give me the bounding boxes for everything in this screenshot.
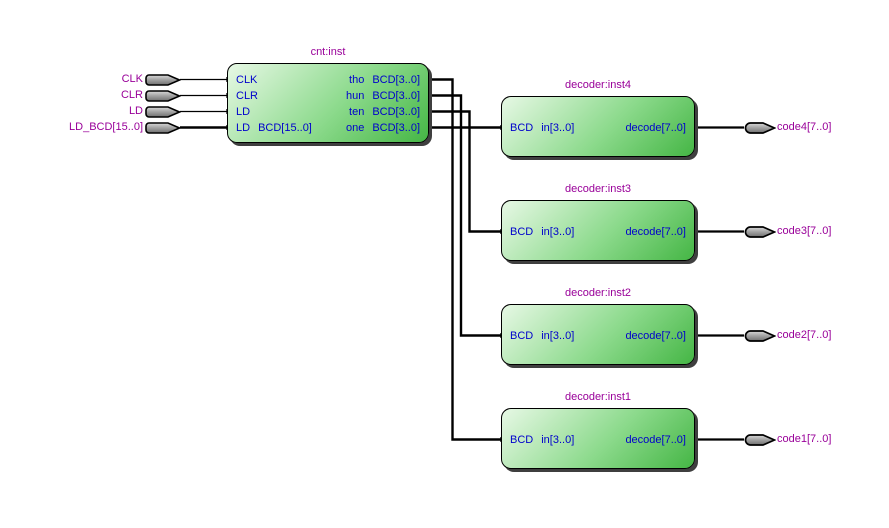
block-decoder-inst3[interactable]: BCD in[3..0] decode[7..0] [501, 200, 695, 261]
port-name: LD [236, 106, 251, 118]
port-name: CLR [236, 90, 259, 102]
block-cnt-inst[interactable]: CLK CLR LD LD BCD[15..0] tho BCD[3..0] h… [227, 63, 429, 143]
counter-port-clk: CLK [236, 74, 356, 87]
port-bus: in[3..0] [541, 226, 575, 238]
input-pin-label-ld: LD [128, 105, 143, 117]
port-name: one [345, 122, 365, 134]
decoder-inst2-port-out: decode[7..0] [625, 330, 686, 343]
wire-tho-to-inst1[interactable] [429, 78, 501, 441]
port-bus: BCD[15..0] [258, 122, 312, 134]
port-name: decode[7..0] [625, 226, 686, 238]
port-name: BCD [510, 122, 534, 134]
output-pin-label-code3: code3[7..0] [777, 225, 832, 237]
port-bus: in[3..0] [541, 434, 575, 446]
output-pin-code1-icon[interactable] [744, 434, 776, 446]
output-pin-label-code2: code2[7..0] [777, 329, 832, 341]
input-pin-label-ld-bcd: LD_BCD[15..0] [69, 121, 143, 133]
output-pin-label-code4: code4[7..0] [777, 121, 832, 133]
port-bus: in[3..0] [541, 330, 575, 342]
counter-port-tho: tho BCD[3..0] [300, 74, 420, 87]
port-name: tho [349, 74, 365, 86]
port-name: decode[7..0] [625, 122, 686, 134]
counter-instance-title: cnt:inst [310, 46, 346, 58]
counter-port-one: one BCD[3..0] [300, 122, 420, 135]
decoder-inst4-title: decoder:inst4 [564, 79, 632, 91]
output-pin-code3-icon[interactable] [744, 226, 776, 238]
decoder-inst3-port-out: decode[7..0] [625, 226, 686, 239]
counter-port-ld: LD [236, 106, 356, 119]
decoder-inst4-port-out: decode[7..0] [625, 122, 686, 135]
decoder-inst2-title: decoder:inst2 [564, 287, 632, 299]
port-bus: BCD[3..0] [372, 90, 420, 102]
input-pin-ld-icon[interactable] [145, 106, 181, 118]
decoder-inst2-port-in: BCD in[3..0] [510, 330, 574, 343]
output-pin-label-code1: code1[7..0] [777, 433, 832, 445]
decoder-inst3-port-in: BCD in[3..0] [510, 226, 574, 239]
output-pin-code2-icon[interactable] [744, 330, 776, 342]
port-bus: BCD[3..0] [372, 74, 420, 86]
input-pin-label-clk: CLK [121, 73, 143, 85]
decoder-inst1-port-in: BCD in[3..0] [510, 434, 574, 447]
port-name: hun [345, 90, 365, 102]
wire-hun-to-inst2[interactable] [429, 94, 501, 337]
decoder-inst1-title: decoder:inst1 [564, 391, 632, 403]
input-pin-label-clr: CLR [120, 89, 143, 101]
port-name: CLK [236, 74, 258, 86]
input-pin-clr-icon[interactable] [145, 90, 181, 102]
decoder-inst1-port-out: decode[7..0] [625, 434, 686, 447]
decoder-inst3-title: decoder:inst3 [564, 183, 632, 195]
port-bus: BCD[3..0] [372, 122, 420, 134]
port-name: BCD [510, 330, 534, 342]
port-bus: in[3..0] [541, 122, 575, 134]
port-name: ten [349, 106, 365, 118]
port-name: LD [236, 122, 251, 134]
block-decoder-inst4[interactable]: BCD in[3..0] decode[7..0] [501, 96, 695, 157]
input-pin-clk-icon[interactable] [145, 74, 181, 86]
counter-port-ten: ten BCD[3..0] [300, 106, 420, 119]
counter-port-hun: hun BCD[3..0] [300, 90, 420, 103]
output-pin-code4-icon[interactable] [744, 122, 776, 134]
block-decoder-inst1[interactable]: BCD in[3..0] decode[7..0] [501, 408, 695, 469]
counter-port-ld-bcd: LD BCD[15..0] [236, 122, 356, 135]
decoder-inst4-port-in: BCD in[3..0] [510, 122, 574, 135]
port-name: decode[7..0] [625, 330, 686, 342]
port-name: BCD [510, 434, 534, 446]
wire-ten-to-inst3[interactable] [429, 110, 501, 233]
port-bus: BCD[3..0] [372, 106, 420, 118]
port-name: decode[7..0] [625, 434, 686, 446]
block-decoder-inst2[interactable]: BCD in[3..0] decode[7..0] [501, 304, 695, 365]
input-pin-ld-bcd-icon[interactable] [145, 122, 181, 134]
port-name: BCD [510, 226, 534, 238]
counter-port-clr: CLR [236, 90, 356, 103]
